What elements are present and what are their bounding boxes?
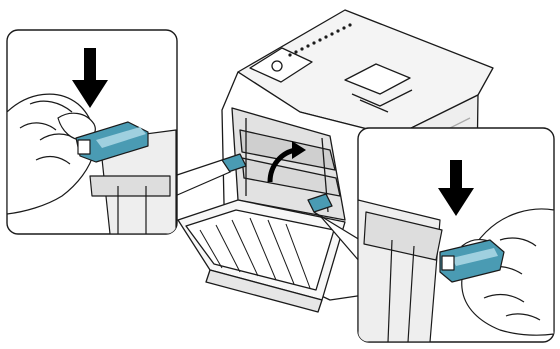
panel-dial xyxy=(272,61,282,71)
left-detail-inset xyxy=(7,30,177,234)
right-detail-inset xyxy=(358,128,554,342)
